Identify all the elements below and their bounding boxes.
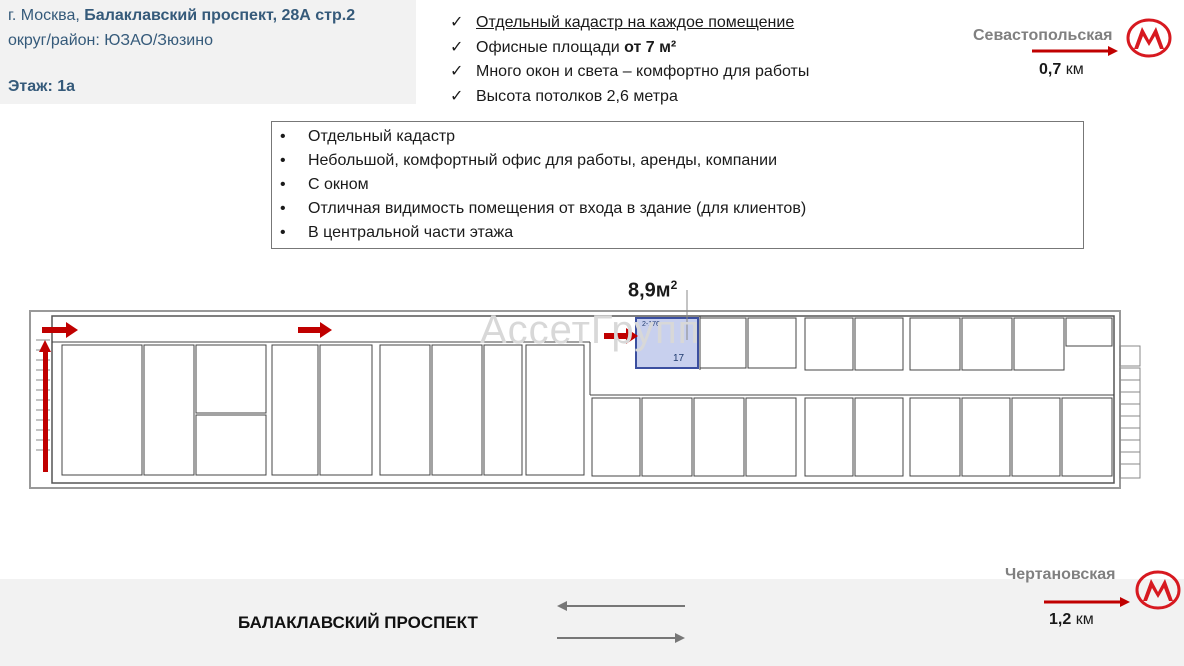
feature-item: ✓Много окон и света – комфортно для рабо… <box>450 63 810 80</box>
street-band <box>0 579 1184 666</box>
feature-item: ✓Высота потолков 2,6 метра <box>450 87 678 105</box>
callout-item: В центральной части этажа <box>280 224 1083 248</box>
room-code: 2-176 <box>642 321 660 328</box>
floor-plan <box>29 290 1141 489</box>
metro-logo-icon <box>1126 18 1172 58</box>
metro-station-name: Чертановская <box>1005 566 1116 583</box>
callout-item: Отдельный кадастр <box>280 128 1083 152</box>
feature-item: ✓Офисные площади от 7 м² <box>450 38 677 56</box>
address-city: г. Москва, <box>8 7 85 24</box>
entrance-arrows <box>39 322 638 472</box>
address-panel: г. Москва, Балаклавский проспект, 28А ст… <box>0 0 416 104</box>
address-floor: Этаж: 1а <box>8 78 76 95</box>
street-label: БАЛАКЛАВСКИЙ ПРОСПЕКТ <box>238 613 478 632</box>
direction-arrow-icon <box>1032 46 1118 56</box>
address-line: г. Москва, Балаклавский проспект, 28А ст… <box>8 7 355 25</box>
feature-list: ✓Отдельный кадастр на каждое помещение ✓… <box>450 12 809 110</box>
room-callout: Отдельный кадастр Небольшой, комфортный … <box>271 121 1084 249</box>
traffic-arrows-icon <box>557 601 685 643</box>
area-label: 8,9м2 <box>628 278 678 302</box>
highlighted-room <box>635 317 699 369</box>
direction-arrow-icon <box>1044 597 1130 607</box>
checkmark-icon: ✓ <box>450 38 464 56</box>
checkmark-icon: ✓ <box>450 87 464 105</box>
feature-item: ✓Отдельный кадастр на каждое помещение <box>450 14 795 31</box>
metro-distance: 1,2 км <box>1049 611 1094 628</box>
metro-station-name: Севастопольская <box>973 27 1113 44</box>
metro-distance: 0,7 км <box>1039 61 1084 78</box>
checkmark-icon: ✓ <box>450 63 464 80</box>
callout-item: С окном <box>280 176 1083 200</box>
address-street: Балаклавский проспект, 28А стр.2 <box>84 7 356 24</box>
watermark: АссетГрупп <box>480 308 701 352</box>
metro-logo-icon <box>1135 570 1181 610</box>
checkmark-icon: ✓ <box>450 14 464 31</box>
building-inner-wall <box>51 315 1115 484</box>
callout-item: Отличная видимость помещения от входа в … <box>280 200 1083 224</box>
address-district: округ/район: ЮЗАО/Зюзино <box>8 32 213 49</box>
callout-item: Небольшой, комфортный офис для работы, а… <box>280 152 1083 176</box>
room-number: 17 <box>673 353 685 364</box>
